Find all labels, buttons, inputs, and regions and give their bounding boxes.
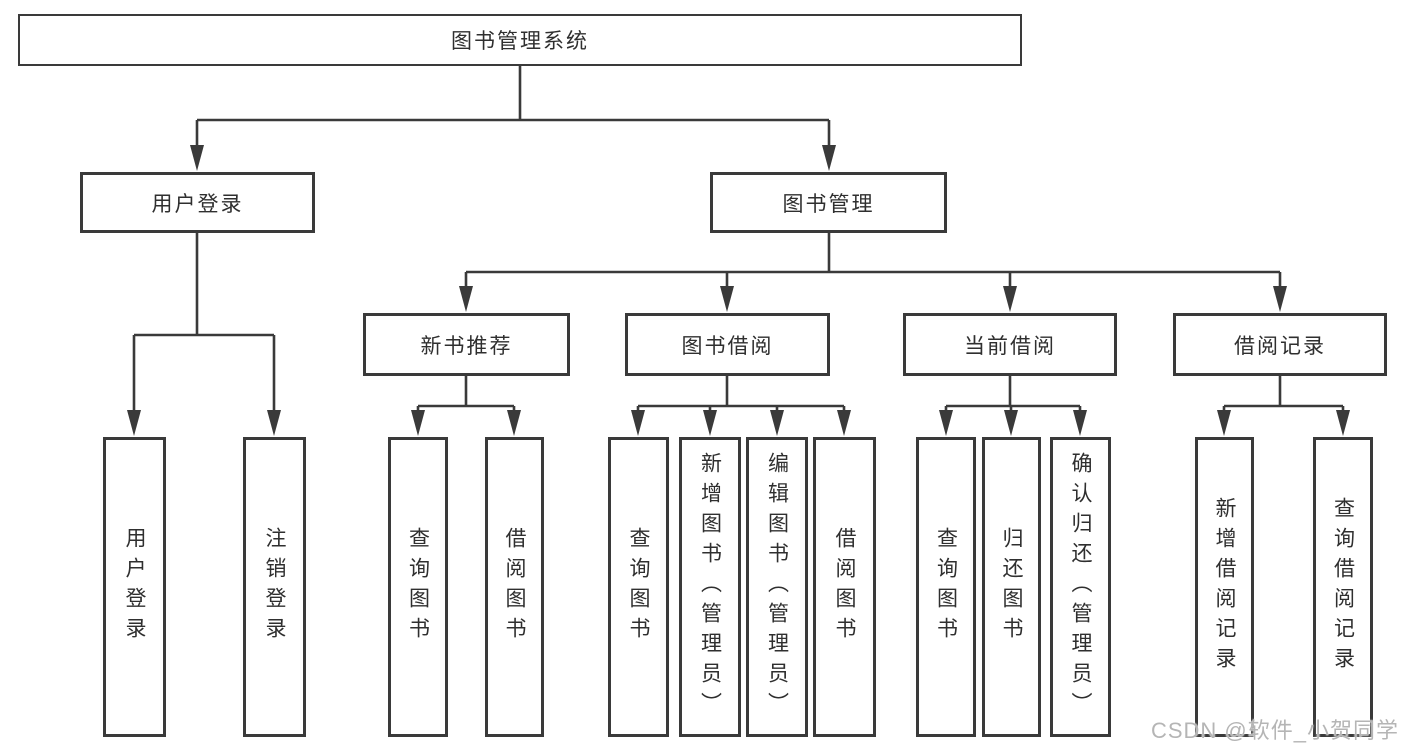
node-borrow-records: 借阅记录 bbox=[1173, 313, 1387, 376]
leaf-label: 编辑图书（管理员） bbox=[765, 452, 789, 722]
leaf-add-borrow-record: 新增借阅记录 bbox=[1195, 437, 1254, 737]
leaf-label: 注销登录 bbox=[263, 527, 286, 647]
leaf-query-books-current: 查询图书 bbox=[916, 437, 976, 737]
leaf-add-books-admin: 新增图书（管理员） bbox=[679, 437, 741, 737]
csdn-watermark: CSDN @软件_小贺同学 bbox=[1150, 718, 1399, 743]
leaf-label: 用户登录 bbox=[123, 527, 146, 647]
node-label: 新书推荐 bbox=[420, 334, 513, 358]
node-system-root: 图书管理系统 bbox=[18, 14, 1022, 66]
leaf-borrow-books-recommend: 借阅图书 bbox=[485, 437, 544, 737]
leaf-borrow-books: 借阅图书 bbox=[813, 437, 876, 737]
leaf-label: 查询借阅记录 bbox=[1331, 497, 1355, 677]
leaf-label: 归还图书 bbox=[1000, 527, 1023, 647]
leaf-label: 查询图书 bbox=[406, 527, 430, 647]
node-book-borrow: 图书借阅 bbox=[625, 313, 830, 376]
arrowheads bbox=[127, 145, 1350, 436]
node-label: 当前借阅 bbox=[964, 334, 1056, 358]
leaf-label: 借阅图书 bbox=[503, 527, 526, 647]
node-label: 图书管理系统 bbox=[451, 30, 589, 53]
node-book-management: 图书管理 bbox=[710, 172, 947, 233]
node-current-borrow: 当前借阅 bbox=[903, 313, 1117, 376]
leaf-label: 查询图书 bbox=[934, 527, 958, 647]
leaf-user-login: 用户登录 bbox=[103, 437, 166, 737]
node-label: 图书管理 bbox=[782, 192, 875, 216]
node-label: 借阅记录 bbox=[1234, 334, 1326, 358]
leaf-query-books-borrow: 查询图书 bbox=[608, 437, 669, 737]
leaf-return-books: 归还图书 bbox=[982, 437, 1041, 737]
node-label: 用户登录 bbox=[151, 192, 244, 216]
leaf-label: 新增借阅记录 bbox=[1213, 497, 1236, 677]
connector-paths bbox=[132, 66, 1345, 412]
leaf-label: 借阅图书 bbox=[833, 527, 856, 647]
node-label: 图书借阅 bbox=[681, 334, 774, 358]
leaf-confirm-return-admin: 确认归还（管理员） bbox=[1050, 437, 1111, 737]
leaf-label: 新增图书（管理员） bbox=[698, 452, 722, 722]
leaf-label: 确认归还（管理员） bbox=[1069, 452, 1092, 722]
node-new-book-recommend: 新书推荐 bbox=[363, 313, 570, 376]
leaf-label: 查询图书 bbox=[627, 527, 650, 647]
leaf-query-borrow-record: 查询借阅记录 bbox=[1313, 437, 1373, 737]
leaf-query-books-recommend: 查询图书 bbox=[388, 437, 448, 737]
node-user-login: 用户登录 bbox=[80, 172, 315, 233]
leaf-logout: 注销登录 bbox=[243, 437, 306, 737]
leaf-edit-books-admin: 编辑图书（管理员） bbox=[746, 437, 808, 737]
